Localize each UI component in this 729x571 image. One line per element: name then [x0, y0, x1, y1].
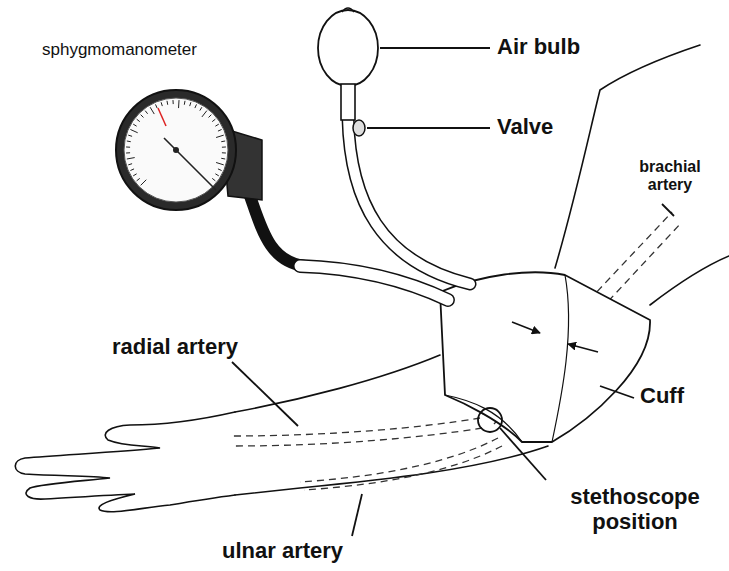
gauge-tick [184, 101, 186, 105]
gauge-tick [150, 107, 154, 114]
gauge-tick [190, 102, 191, 106]
gauge-label: sphygmomanometer [42, 40, 197, 60]
pressure-gauge [116, 90, 262, 210]
gauge-tick [212, 178, 215, 180]
gauge-tick [202, 111, 207, 117]
gauge-tick [127, 158, 135, 159]
gauge-tick [215, 174, 218, 176]
gauge-tick [126, 146, 130, 147]
gauge-tick [172, 100, 173, 104]
gauge-tick [141, 180, 147, 186]
gauge-tick [141, 115, 144, 118]
artery-label: ulnar artery [222, 538, 343, 563]
cuff [440, 272, 650, 442]
gauge-tick [137, 119, 140, 121]
gauge-tick [128, 135, 132, 136]
gauge-tick [218, 129, 222, 131]
arm-outline [15, 45, 729, 512]
air-bulb [318, 8, 378, 136]
artery-label: brachial artery [618, 158, 722, 195]
part-label: Cuff [640, 383, 684, 408]
gauge-tick [221, 140, 225, 142]
gauge-tick [126, 152, 130, 153]
part-label: Valve [497, 114, 553, 139]
gauge-tick [222, 152, 226, 153]
gauge-tick [212, 119, 215, 121]
leader-lines [232, 48, 674, 536]
tubes [250, 118, 470, 300]
artery-label: radial artery [112, 334, 238, 359]
gauge-tick [130, 129, 137, 132]
gauge-tick [161, 102, 162, 106]
gauge-tick [200, 107, 202, 110]
part-label: Air bulb [497, 34, 580, 59]
gauge-tick [127, 140, 131, 142]
gauge-tick [166, 101, 168, 105]
gauge-tick [216, 135, 224, 137]
gauge-tick [128, 164, 132, 165]
gauge-tick [137, 178, 140, 180]
artery-lines [232, 212, 682, 490]
gauge-tick [145, 111, 147, 114]
gauge-tick [178, 100, 179, 108]
gauge-tick [218, 169, 222, 171]
gauge-tick [215, 124, 218, 126]
gauge-tick [216, 162, 224, 164]
stethoscope-marker [478, 408, 502, 432]
gauge-tick [130, 169, 134, 171]
gauge-tick [133, 174, 136, 176]
gauge-tick [195, 104, 197, 108]
position-label: stethoscope position [552, 484, 718, 535]
gauge-tick [155, 104, 157, 108]
gauge-tick [222, 146, 226, 147]
gauge-tick [221, 158, 225, 160]
gauge-tick [209, 115, 212, 118]
gauge-tick [133, 124, 136, 126]
